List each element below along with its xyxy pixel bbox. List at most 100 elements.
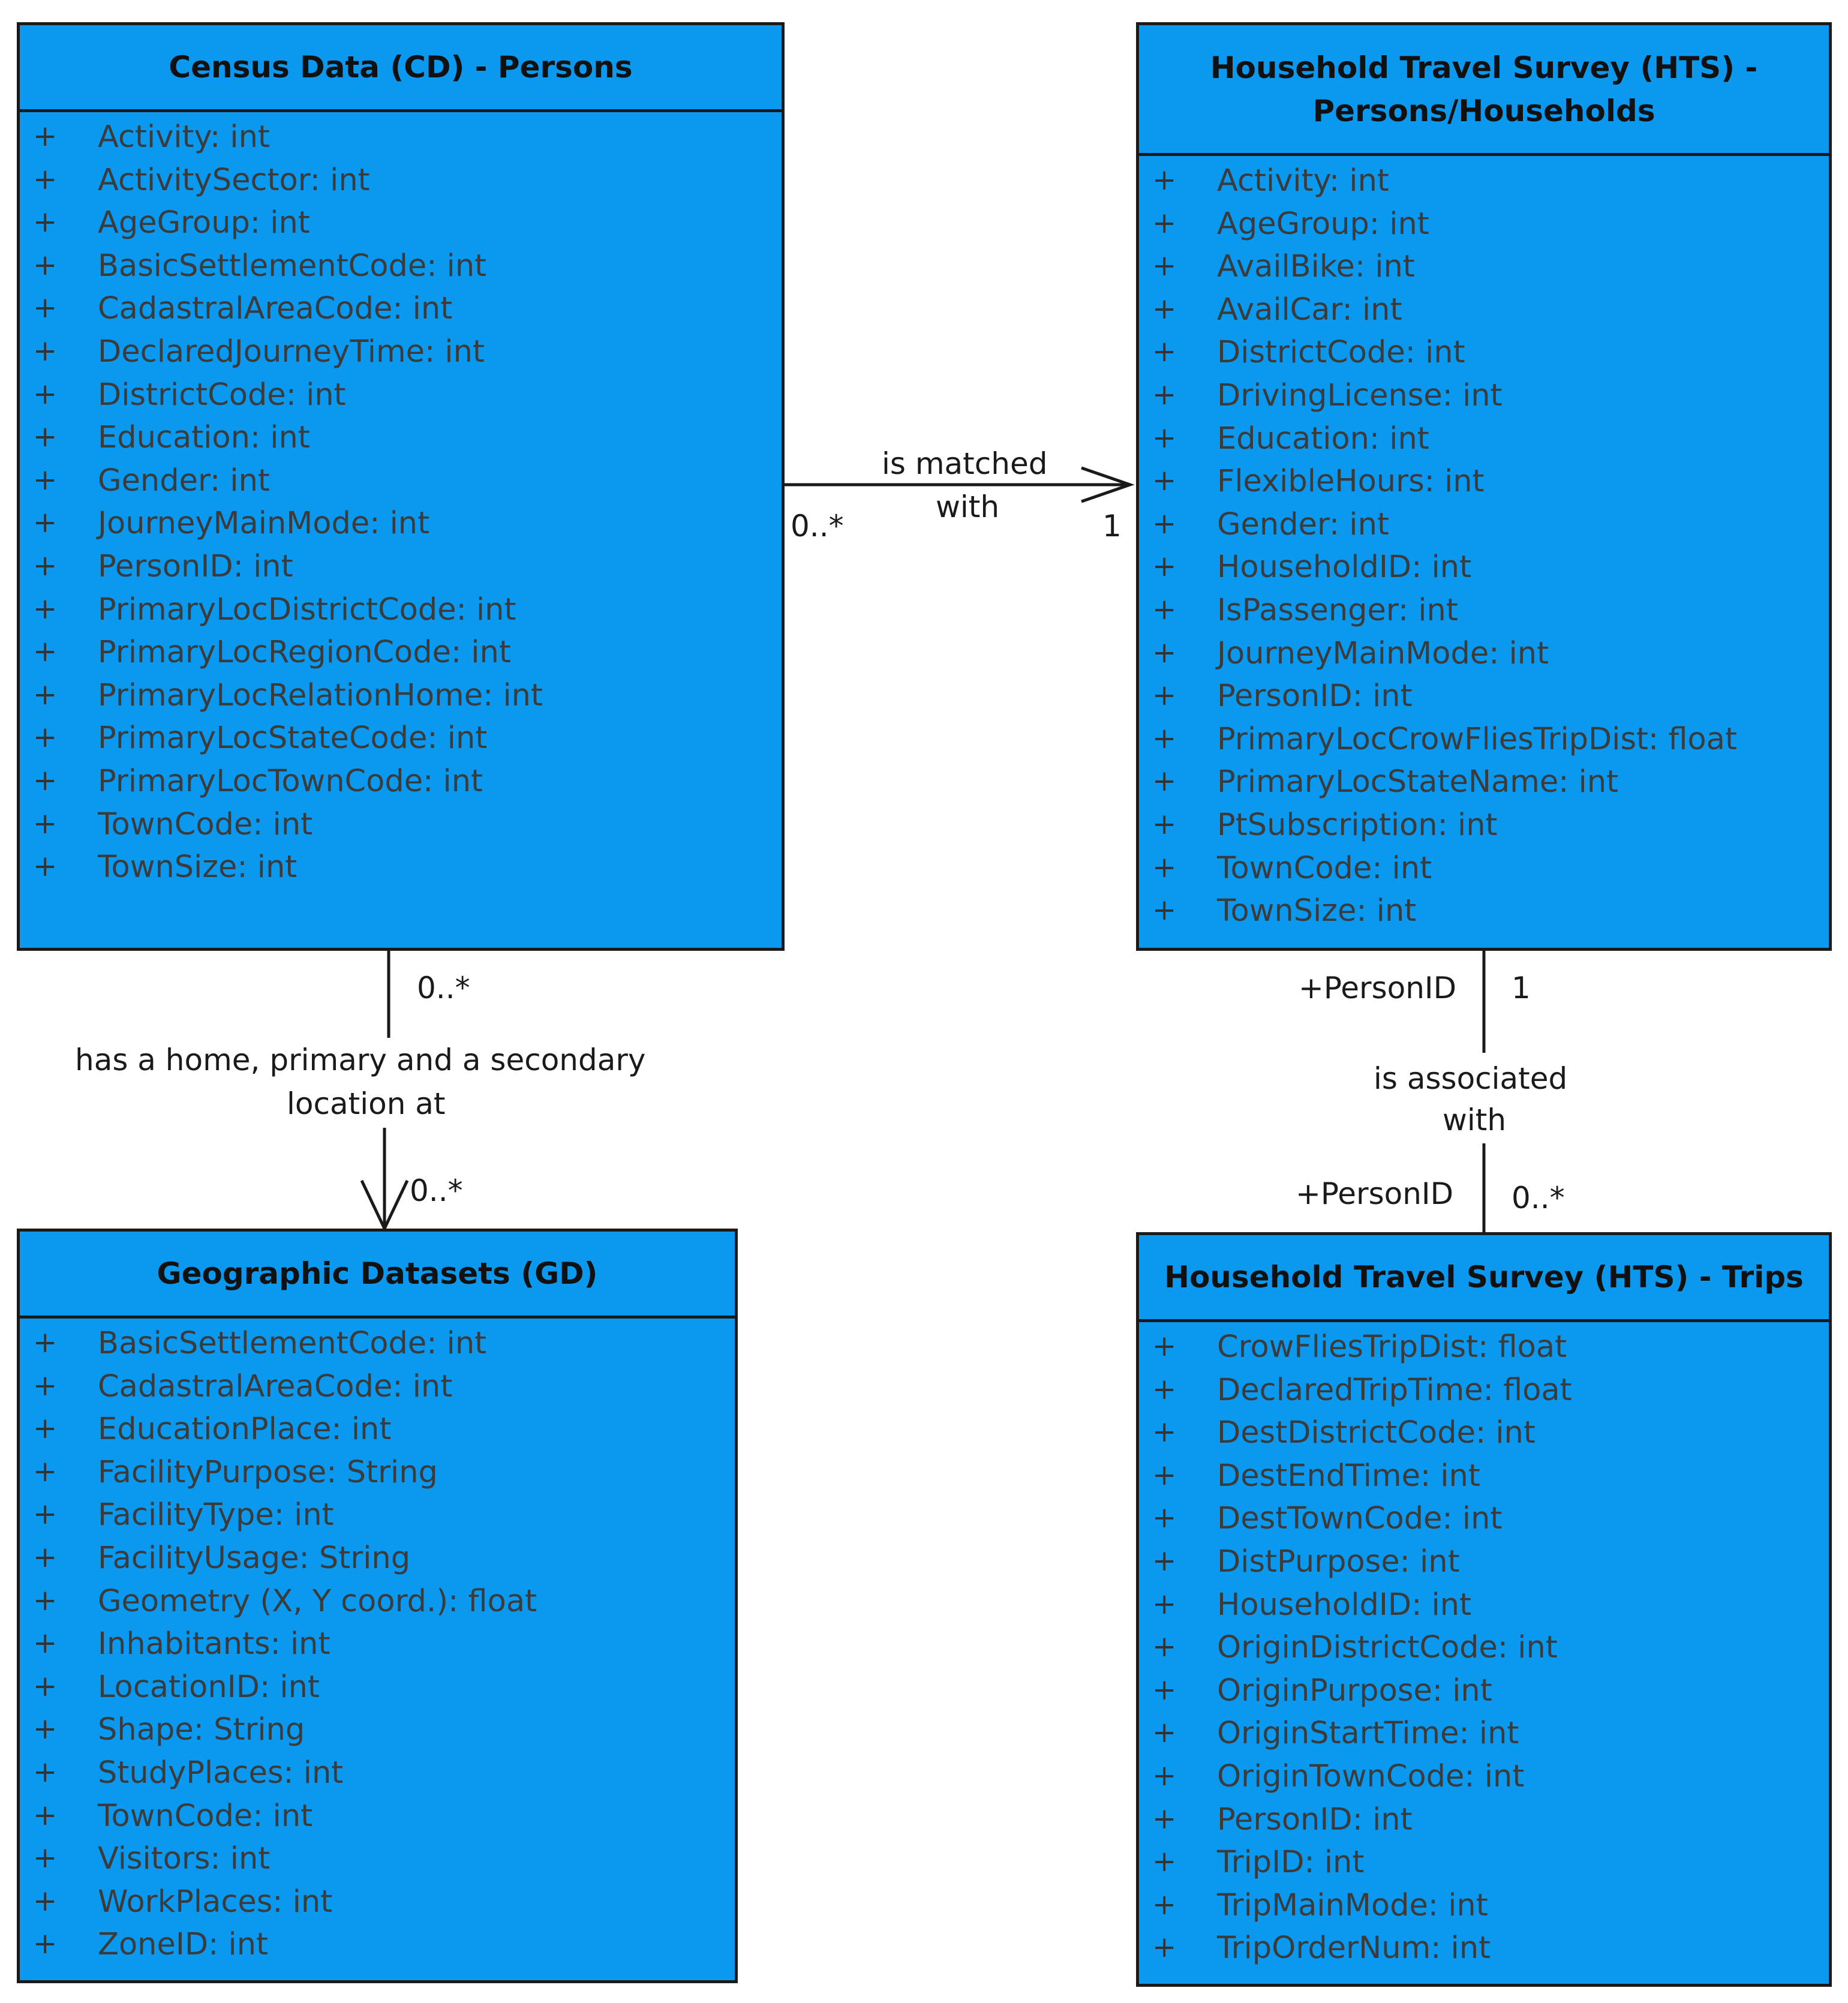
public-visibility-icon: +: [1152, 421, 1177, 455]
public-visibility-icon: +: [33, 1326, 58, 1359]
public-visibility-icon: +: [1152, 764, 1177, 798]
attribute-text: DeclaredJourneyTime: int: [98, 334, 485, 370]
attribute-text: Education: int: [1217, 421, 1429, 457]
location-label-line2: location at: [287, 1086, 446, 1121]
public-visibility-icon: +: [1152, 464, 1177, 498]
public-visibility-icon: +: [33, 1454, 58, 1488]
public-visibility-icon: +: [33, 506, 58, 540]
attribute-row: +JourneyMainMode: int: [1139, 635, 1829, 678]
matched-target-multiplicity: 1: [1102, 509, 1122, 543]
location-source-multiplicity: 0..*: [417, 971, 470, 1005]
attribute-text: Activity: int: [98, 119, 270, 155]
public-visibility-icon: +: [33, 205, 58, 239]
attribute-row: +DestTownCode: int: [1139, 1500, 1829, 1543]
attribute-text: Shape: String: [98, 1712, 305, 1748]
attribute-text: TripOrderNum: int: [1217, 1930, 1491, 1966]
public-visibility-icon: +: [33, 1368, 58, 1403]
attribute-text: Inhabitants: int: [98, 1626, 330, 1662]
public-visibility-icon: +: [33, 806, 58, 840]
class-hts-trips[interactable]: Household Travel Survey (HTS) - Trips +C…: [1136, 1232, 1832, 1987]
matched-arrowhead: [1081, 466, 1135, 503]
attribute-text: HouseholdID: int: [1217, 549, 1472, 585]
attribute-row: +TownCode: int: [20, 806, 782, 849]
hts-persons-attribute-list: +Activity: int+AgeGroup: int+AvailBike: …: [1139, 156, 1829, 935]
attribute-row: +DestEndTime: int: [1139, 1457, 1829, 1500]
attribute-row: + PrimaryLocTownCode: int: [20, 762, 782, 806]
associated-label-line1: is associated: [1374, 1061, 1568, 1096]
attribute-text: TripMainMode: int: [1217, 1887, 1488, 1923]
attribute-text: AgeGroup: int: [1217, 206, 1429, 242]
matched-label-line1: is matched: [882, 446, 1048, 481]
public-visibility-icon: +: [1152, 1587, 1177, 1621]
public-visibility-icon: +: [1152, 335, 1177, 369]
attribute-text: DrivingLicense: int: [1217, 377, 1503, 413]
attribute-row: +FacilityType: int: [20, 1496, 735, 1539]
attribute-row: +AvailBike: int: [1139, 248, 1829, 291]
public-visibility-icon: +: [33, 1927, 58, 1961]
attribute-row: +OriginTownCode: int: [1139, 1758, 1829, 1801]
public-visibility-icon: +: [33, 763, 58, 797]
attribute-row: +HouseholdID: int: [1139, 548, 1829, 591]
attribute-text: PtSubscription: int: [1217, 807, 1498, 843]
attribute-text: CadastralAreaCode: int: [98, 1368, 453, 1404]
class-hts-persons-title: Household Travel Survey (HTS) - Persons/…: [1139, 25, 1829, 156]
attribute-row: +TripMainMode: int: [1139, 1887, 1829, 1930]
attribute-row: + DeclaredJourneyTime: int: [20, 333, 782, 376]
attribute-text: TripID: int: [1217, 1845, 1365, 1881]
public-visibility-icon: +: [33, 1755, 58, 1789]
public-visibility-icon: +: [1152, 850, 1177, 884]
attribute-row: +PrimaryLocCrowFliesTripDist: float: [1139, 720, 1829, 764]
attribute-text: PrimaryLocRegionCode: int: [98, 635, 511, 671]
attribute-text: Gender: int: [1217, 506, 1389, 542]
attribute-text: AvailCar: int: [1217, 292, 1402, 328]
attribute-row: +BasicSettlementCode: int: [20, 1325, 735, 1368]
attribute-text: IsPassenger: int: [1217, 592, 1458, 628]
public-visibility-icon: +: [33, 720, 58, 755]
public-visibility-icon: +: [33, 1626, 58, 1660]
attribute-row: +DestDistrictCode: int: [1139, 1414, 1829, 1457]
attribute-text: BasicSettlementCode: int: [98, 248, 487, 284]
attribute-text: DeclaredTripTime: float: [1217, 1372, 1572, 1408]
attribute-row: +DeclaredTripTime: float: [1139, 1371, 1829, 1415]
associated-target-multiplicity: 0..*: [1512, 1181, 1565, 1215]
attribute-row: + CadastralAreaCode: int: [20, 1368, 735, 1411]
public-visibility-icon: +: [1152, 1630, 1177, 1664]
attribute-row: +TownSize: int: [20, 848, 782, 891]
attribute-text: OriginStartTime: int: [1217, 1716, 1519, 1752]
class-geographic-datasets[interactable]: Geographic Datasets (GD) +BasicSettlemen…: [17, 1229, 738, 1983]
attribute-text: ZoneID: int: [98, 1927, 269, 1963]
attribute-row: + FlexibleHours: int: [1139, 463, 1829, 506]
associated-source-multiplicity: 1: [1512, 971, 1531, 1005]
attribute-text: FlexibleHours: int: [1217, 464, 1485, 500]
attribute-row: +DistrictCode: int: [1139, 334, 1829, 377]
public-visibility-icon: +: [33, 849, 58, 884]
public-visibility-icon: +: [1152, 721, 1177, 755]
attribute-text: DestDistrictCode: int: [1217, 1415, 1536, 1451]
public-visibility-icon: +: [1152, 1543, 1177, 1578]
public-visibility-icon: +: [1152, 377, 1177, 412]
attribute-row: +AgeGroup: int: [20, 204, 782, 247]
attribute-text: PrimaryLocTownCode: int: [98, 763, 483, 799]
attribute-row: +FacilityUsage: String: [20, 1539, 735, 1582]
attribute-text: CadastralAreaCode: int: [98, 291, 453, 327]
attribute-text: FacilityUsage: String: [98, 1540, 411, 1576]
class-census-data[interactable]: Census Data (CD) - Persons +Activity: in…: [17, 22, 785, 951]
hts-trips-attribute-list: +CrowFliesTripDist: float+DeclaredTripTi…: [1139, 1322, 1829, 1972]
attribute-text: Activity: int: [1217, 163, 1389, 199]
public-visibility-icon: +: [33, 635, 58, 669]
attribute-row: +AvailCar: int: [1139, 291, 1829, 334]
public-visibility-icon: +: [1152, 635, 1177, 669]
attribute-row: +Activity: int: [20, 118, 782, 161]
public-visibility-icon: +: [33, 334, 58, 368]
attribute-text: HouseholdID: int: [1217, 1587, 1472, 1623]
class-hts-persons-households[interactable]: Household Travel Survey (HTS) - Persons/…: [1136, 22, 1832, 951]
attribute-row: +OriginDistrictCode: int: [1139, 1629, 1829, 1672]
attribute-text: DistPurpose: int: [1217, 1543, 1460, 1579]
attribute-row: +TownCode: int: [1139, 849, 1829, 893]
attribute-text: OriginPurpose: int: [1217, 1672, 1492, 1708]
location-label-line1: has a home, primary and a secondary: [75, 1043, 646, 1077]
attribute-text: AvailBike: int: [1217, 249, 1415, 285]
public-visibility-icon: +: [1152, 592, 1177, 626]
attribute-text: PersonID: int: [1217, 678, 1413, 714]
attribute-row: + HouseholdID: int: [1139, 1586, 1829, 1629]
